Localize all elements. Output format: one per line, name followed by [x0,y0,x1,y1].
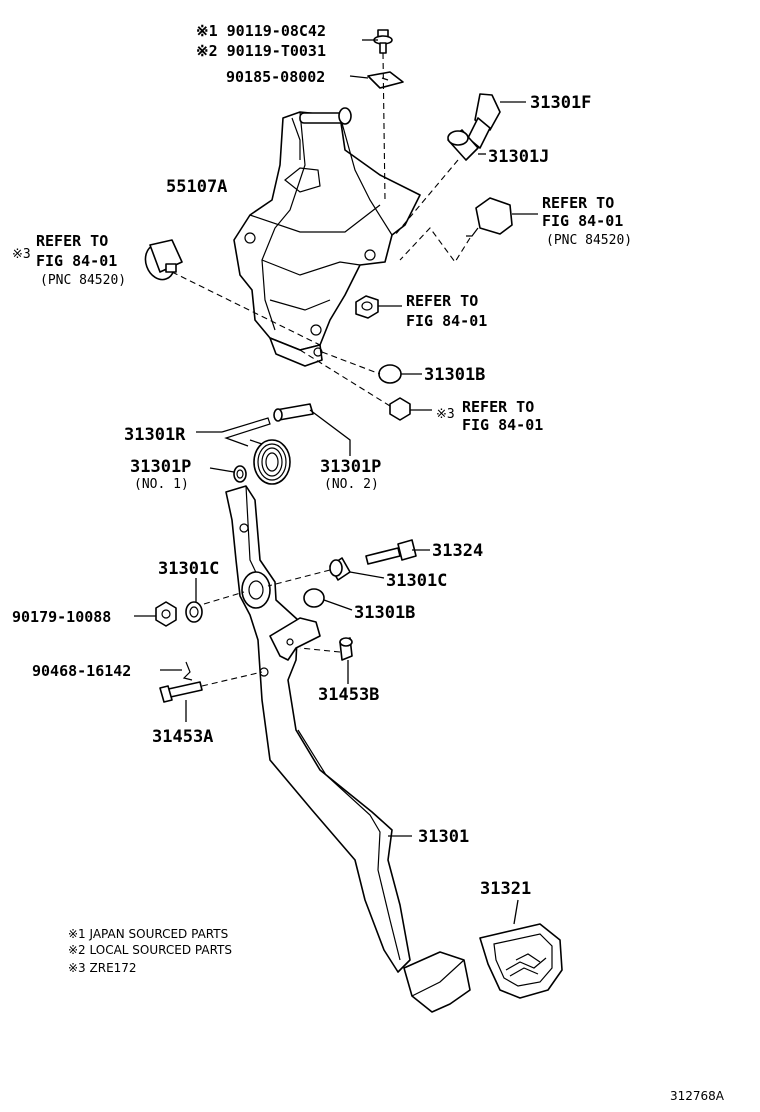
dash-31301j [394,159,459,236]
illustration-id: 312768A [670,1089,725,1103]
dash-switch-right [399,227,471,263]
bolt-31324 [365,539,417,565]
leader-31301b-mid [323,599,353,611]
label-ref3-left-mark: ※3 [12,247,31,262]
dash-31301c-right [267,569,331,587]
cushion-31453b [339,637,353,661]
label-31301b-mid: 31301B [354,603,415,623]
label-31301p-no1: 31301P [130,457,191,477]
dash-bolt-axis [382,52,386,201]
leader-31301p-no1 [209,467,235,473]
clip-90468 [182,661,193,681]
dash-31301c-left [203,591,245,605]
bolt-90119 [373,29,393,54]
switch-right [466,197,513,237]
pedal-pad-31321 [479,923,563,999]
label-refer-bottom-1: REFER TO [462,398,534,416]
dash-switch-left [171,271,321,346]
cushion-31301b-top [378,364,402,384]
label-31301f: 31301F [530,93,591,113]
bushing-31301c-right [329,557,351,581]
leader-31301p-no2 [309,409,351,456]
leader-31321 [513,899,519,925]
label-90185-08002: 90185-08002 [226,68,325,86]
return-spring-31301r [221,417,291,485]
footnotes: ※1 JAPAN SOURCED PARTS ※2 LOCAL SOURCED … [68,927,232,975]
label-31301j: 31301J [488,147,549,167]
label-31301c-right: 31301C [386,571,447,591]
dash-31453b [299,647,341,653]
label-31301p-no2-sub: (NO. 2) [324,477,379,492]
note-2: ※2 LOCAL SOURCED PARTS [68,943,232,957]
pin-31301p-no2 [273,403,314,422]
label-31301: 31301 [418,827,469,847]
pedal-bracket [233,107,421,367]
label-refer-right-3: (PNC 84520) [546,233,632,248]
brake-pedal-arm [225,485,471,1013]
dash-nut-bottom [299,349,391,407]
label-31324: 31324 [432,541,483,561]
label-refer-right-1: REFER TO [542,194,614,212]
label-31301b-top: 31301B [424,365,485,385]
pin-31453a [159,681,203,703]
label-90468-16142: 90468-16142 [32,662,131,680]
switch-left [144,239,183,281]
label-refer-bottom-2: FIG 84-01 [462,416,543,434]
nut-refer [355,295,379,319]
label-90119-t0031: ※2 90119-T0031 [196,42,326,60]
leader-90185 [349,75,369,79]
nut-90179 [155,601,177,627]
leader-31301c-right [349,571,385,579]
label-ref3-bottom-mark: ※3 [436,407,455,422]
label-refer-right-2: FIG 84-01 [542,212,623,230]
bushing-31301p-no1 [233,465,247,483]
dash-31453a [201,671,263,687]
label-refer-left-3: (PNC 84520) [40,273,126,288]
bushing-31301j [447,129,479,161]
label-refer-nut-2: FIG 84-01 [406,312,487,330]
nut-refer-bottom [389,397,411,421]
nut-90185 [367,71,404,89]
note-1: ※1 JAPAN SOURCED PARTS [68,927,228,941]
label-90179-10088: 90179-10088 [12,608,111,626]
label-31301p-no2: 31301P [320,457,381,477]
label-55107a: 55107A [166,177,227,197]
label-refer-left-2: FIG 84-01 [36,252,117,270]
label-90119-08c42: ※1 90119-08C42 [196,22,326,40]
label-31301p-no1-sub: (NO. 1) [134,477,189,492]
bolt-31301f [467,93,501,149]
label-31453b: 31453B [318,685,379,705]
dash-31301b-top [321,351,381,375]
label-refer-left-1: REFER TO [36,232,108,250]
label-31301r: 31301R [124,425,186,445]
label-refer-nut-1: REFER TO [406,292,478,310]
bushing-31301c-left [185,601,203,623]
labels: ※1 90119-08C42 ※2 90119-T0031 90185-0800… [12,22,632,899]
label-31321: 31321 [480,879,531,899]
cushion-31301b-mid [303,588,325,608]
label-31453a: 31453A [152,727,213,747]
label-31301c-left: 31301C [158,559,219,579]
note-3: ※3 ZRE172 [68,961,137,975]
